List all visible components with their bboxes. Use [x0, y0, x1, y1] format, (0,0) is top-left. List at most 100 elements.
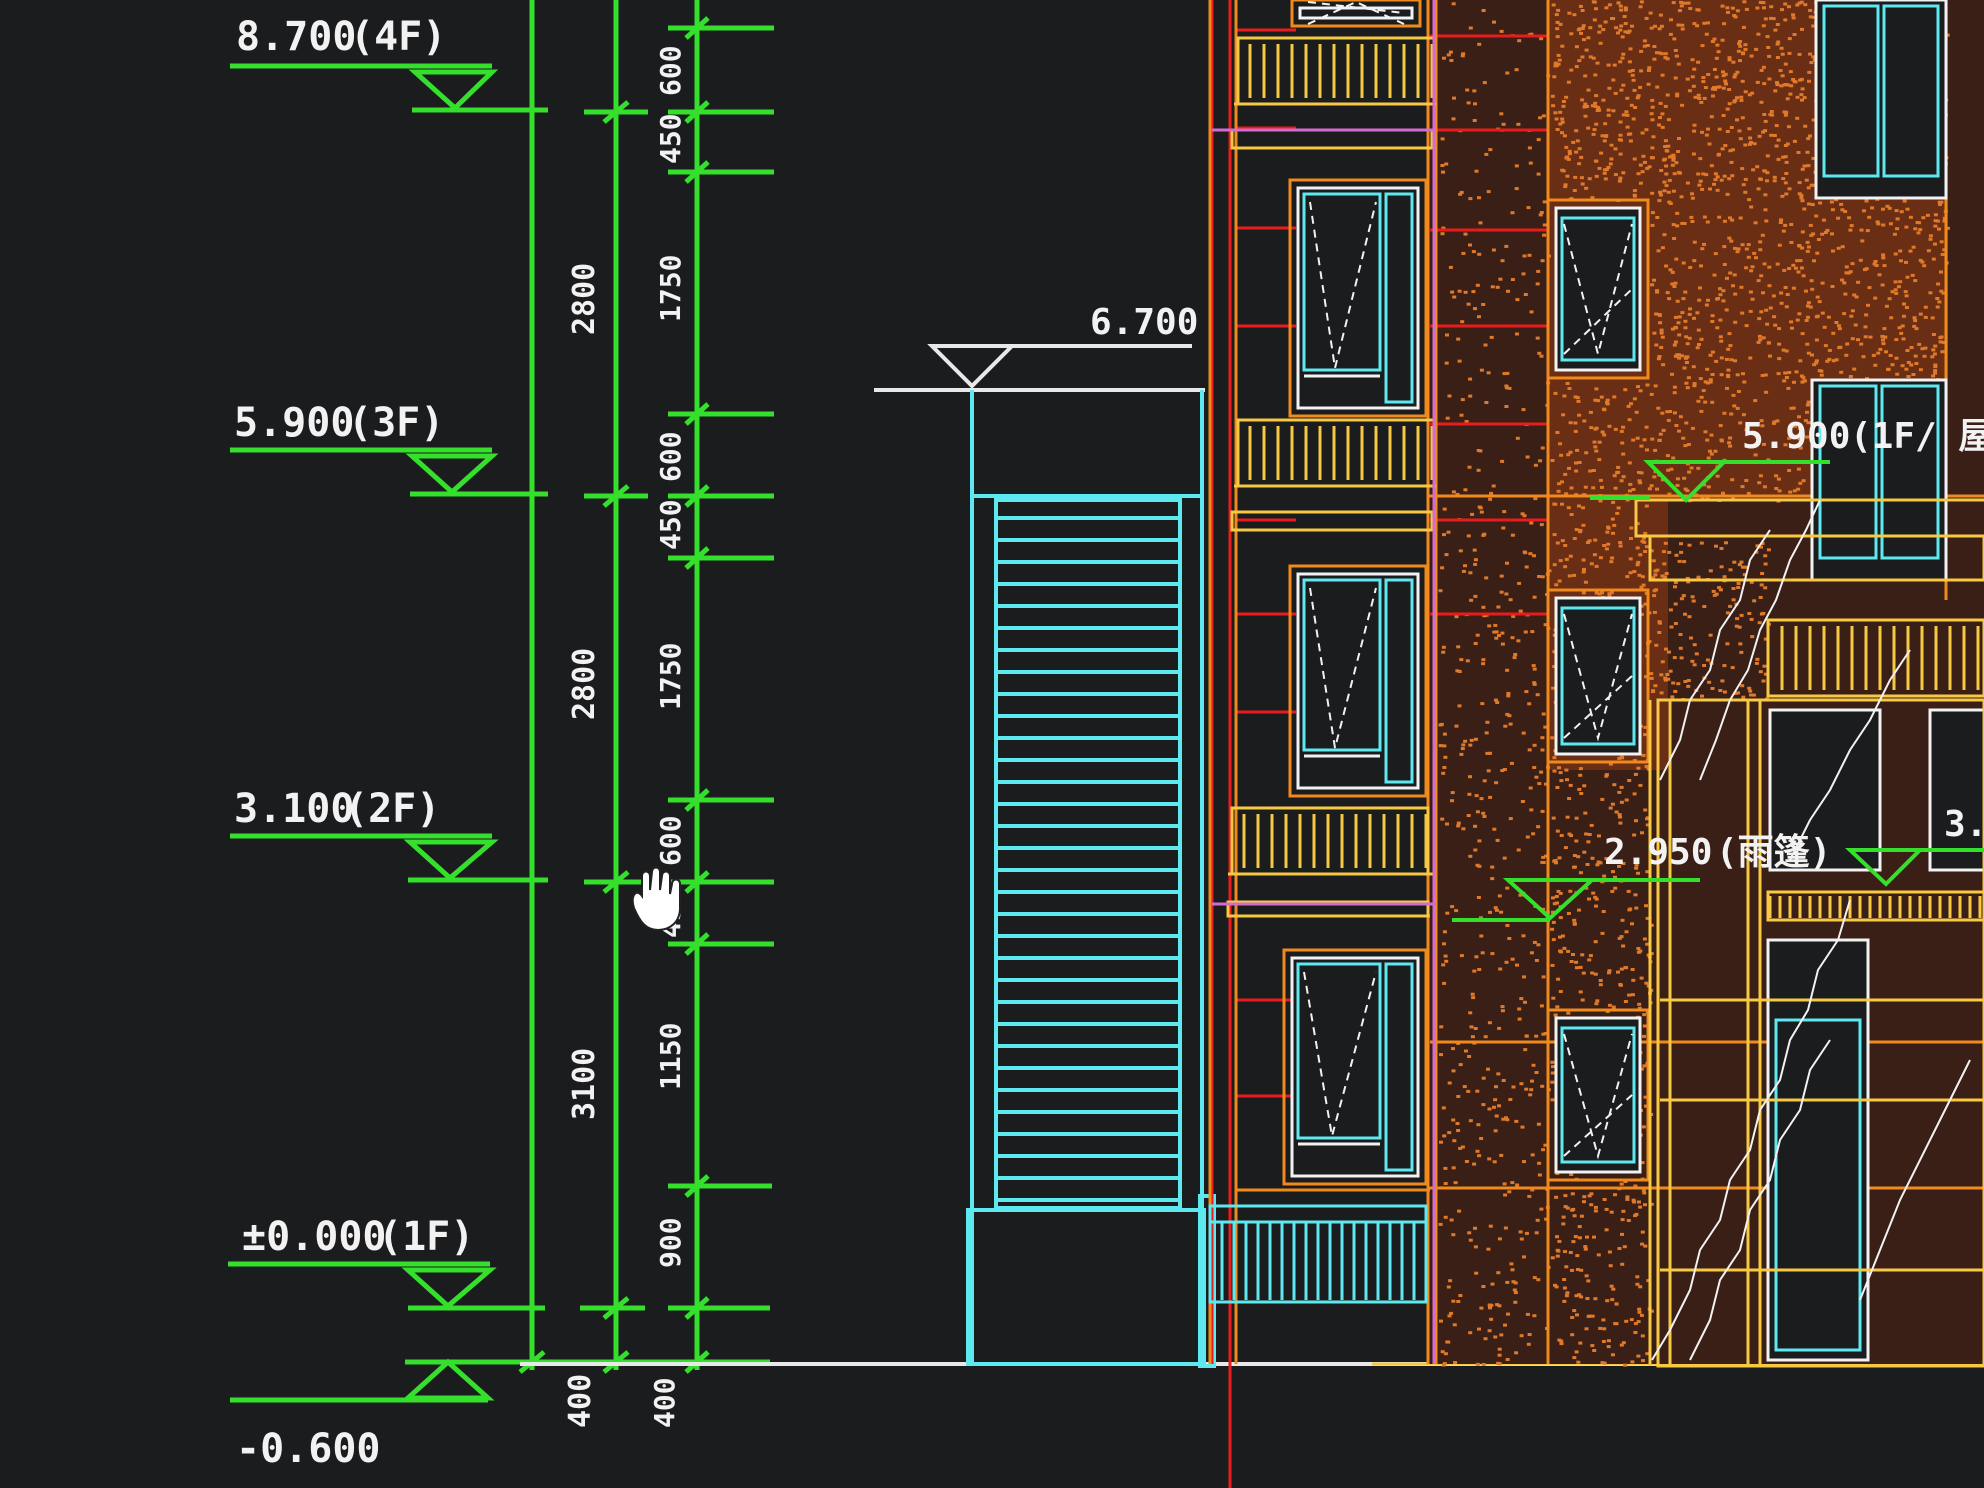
- texture-dot: [1594, 897, 1599, 901]
- texture-dot: [1529, 32, 1534, 36]
- texture-dot: [1567, 11, 1572, 15]
- texture-dot: [1743, 43, 1748, 47]
- texture-dot: [1522, 254, 1527, 258]
- texture-dot: [1493, 906, 1498, 910]
- texture-dot: [1722, 245, 1727, 249]
- texture-dot: [1932, 352, 1937, 356]
- texture-dot: [1808, 15, 1813, 19]
- texture-dot: [1572, 573, 1576, 577]
- texture-dot: [1706, 381, 1710, 385]
- texture-dot: [1677, 559, 1682, 563]
- texture-dot: [1859, 342, 1864, 346]
- texture-dot: [1575, 139, 1580, 143]
- texture-dot: [1653, 24, 1657, 28]
- texture-dot: [1797, 192, 1802, 196]
- texture-dot: [1504, 386, 1509, 390]
- texture-dot: [1706, 485, 1711, 489]
- texture-dot: [1566, 912, 1571, 915]
- texture-dot: [1633, 1331, 1638, 1334]
- texture-dot: [1449, 59, 1454, 62]
- texture-dot: [1443, 1215, 1448, 1219]
- texture-dot: [1807, 202, 1811, 206]
- texture-dot: [1639, 69, 1644, 73]
- texture-dot: [1735, 250, 1740, 254]
- texture-dot: [1733, 73, 1738, 77]
- texture-dot: [1659, 673, 1664, 677]
- texture-dot: [1479, 797, 1484, 801]
- texture-dot: [1550, 736, 1555, 740]
- texture-dot: [1510, 636, 1515, 640]
- texture-dot: [1494, 636, 1499, 640]
- texture-dot: [1755, 6, 1760, 10]
- texture-dot: [1504, 592, 1509, 596]
- texture-dot: [1582, 419, 1587, 423]
- texture-dot: [1552, 769, 1557, 773]
- texture-dot: [1715, 297, 1720, 301]
- texture-dot: [1758, 474, 1763, 478]
- texture-dot: [1679, 354, 1684, 358]
- texture-dot: [1487, 624, 1492, 628]
- texture-dot: [1859, 228, 1864, 232]
- texture-dot: [1659, 52, 1664, 56]
- texture-dot: [1661, 428, 1666, 432]
- texture-dot: [1486, 769, 1491, 773]
- texture-dot: [1692, 123, 1697, 127]
- texture-dot: [1541, 861, 1546, 864]
- canopy-railing-bars: [1768, 626, 1982, 918]
- texture-dot: [1941, 291, 1946, 295]
- texture-dot: [1702, 96, 1707, 100]
- texture-dot: [1619, 429, 1624, 433]
- dim-inner-9: 1150: [654, 1023, 687, 1090]
- texture-dot: [1602, 1198, 1607, 1201]
- texture-dot: [1662, 575, 1667, 579]
- texture-dot: [1901, 314, 1906, 318]
- texture-dot: [1790, 326, 1794, 330]
- texture-dot: [1552, 502, 1557, 506]
- texture-dot: [1763, 373, 1768, 377]
- texture-dot: [1623, 6, 1628, 10]
- texture-dot: [1744, 428, 1749, 432]
- texture-dot: [1705, 367, 1710, 371]
- texture-dot: [1534, 959, 1539, 962]
- texture-dot: [1718, 689, 1723, 692]
- texture-dot: [1765, 171, 1770, 175]
- texture-dot: [1849, 224, 1854, 228]
- texture-dot: [1750, 297, 1755, 301]
- texture-dot: [1649, 672, 1654, 676]
- texture-dot: [1848, 270, 1853, 274]
- texture-dot: [1774, 474, 1779, 478]
- texture-dot: [1514, 164, 1519, 168]
- texture-dot: [1725, 192, 1730, 196]
- texture-dot: [1579, 31, 1583, 35]
- texture-dot: [1895, 372, 1900, 376]
- texture-dot: [1656, 357, 1661, 361]
- texture-dot: [1918, 312, 1923, 316]
- texture-dot: [1572, 854, 1577, 857]
- texture-dot: [1620, 56, 1625, 60]
- texture-dot: [1667, 155, 1672, 159]
- texture-dot: [1525, 1312, 1530, 1316]
- texture-dot: [1721, 70, 1725, 74]
- texture-dot: [1805, 150, 1810, 154]
- texture-dot: [1867, 215, 1872, 219]
- texture-dot: [1468, 1119, 1473, 1123]
- texture-dot: [1750, 91, 1755, 95]
- texture-dot: [1711, 589, 1716, 593]
- texture-dot: [1617, 756, 1622, 760]
- texture-dot: [1638, 949, 1643, 953]
- texture-dot: [1731, 284, 1735, 288]
- texture-dot: [1563, 1250, 1567, 1254]
- texture-dot: [1748, 136, 1753, 140]
- right-level-note: (1F/ 屋): [1850, 416, 1984, 457]
- texture-dot: [1698, 377, 1703, 381]
- texture-dot: [1536, 138, 1541, 142]
- texture-dot: [1577, 413, 1582, 417]
- texture-dot: [1691, 365, 1696, 369]
- texture-dot: [1721, 491, 1725, 495]
- texture-dot: [1712, 68, 1717, 71]
- texture-dot: [1847, 216, 1852, 220]
- texture-dot: [1666, 190, 1671, 194]
- dim-inner-5: 450: [654, 499, 687, 550]
- texture-dot: [1713, 172, 1718, 176]
